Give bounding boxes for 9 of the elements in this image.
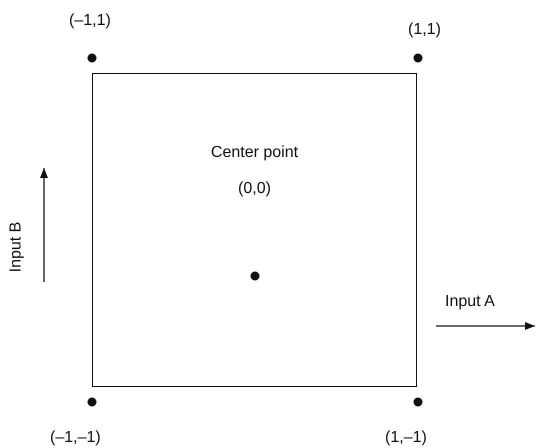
point-label: Center point — [210, 144, 298, 162]
point-label: (0,0) — [238, 180, 271, 198]
axis-label: Input B — [7, 222, 26, 272]
coordinate-label: (–1,–1) — [50, 429, 101, 447]
coordinate-label: (–1,1) — [69, 12, 111, 30]
coordinate-label: (1,1) — [408, 21, 441, 39]
axis-label: Input A — [445, 293, 495, 311]
square-region — [92, 73, 417, 387]
coordinate-label: (1,–1) — [385, 429, 427, 447]
